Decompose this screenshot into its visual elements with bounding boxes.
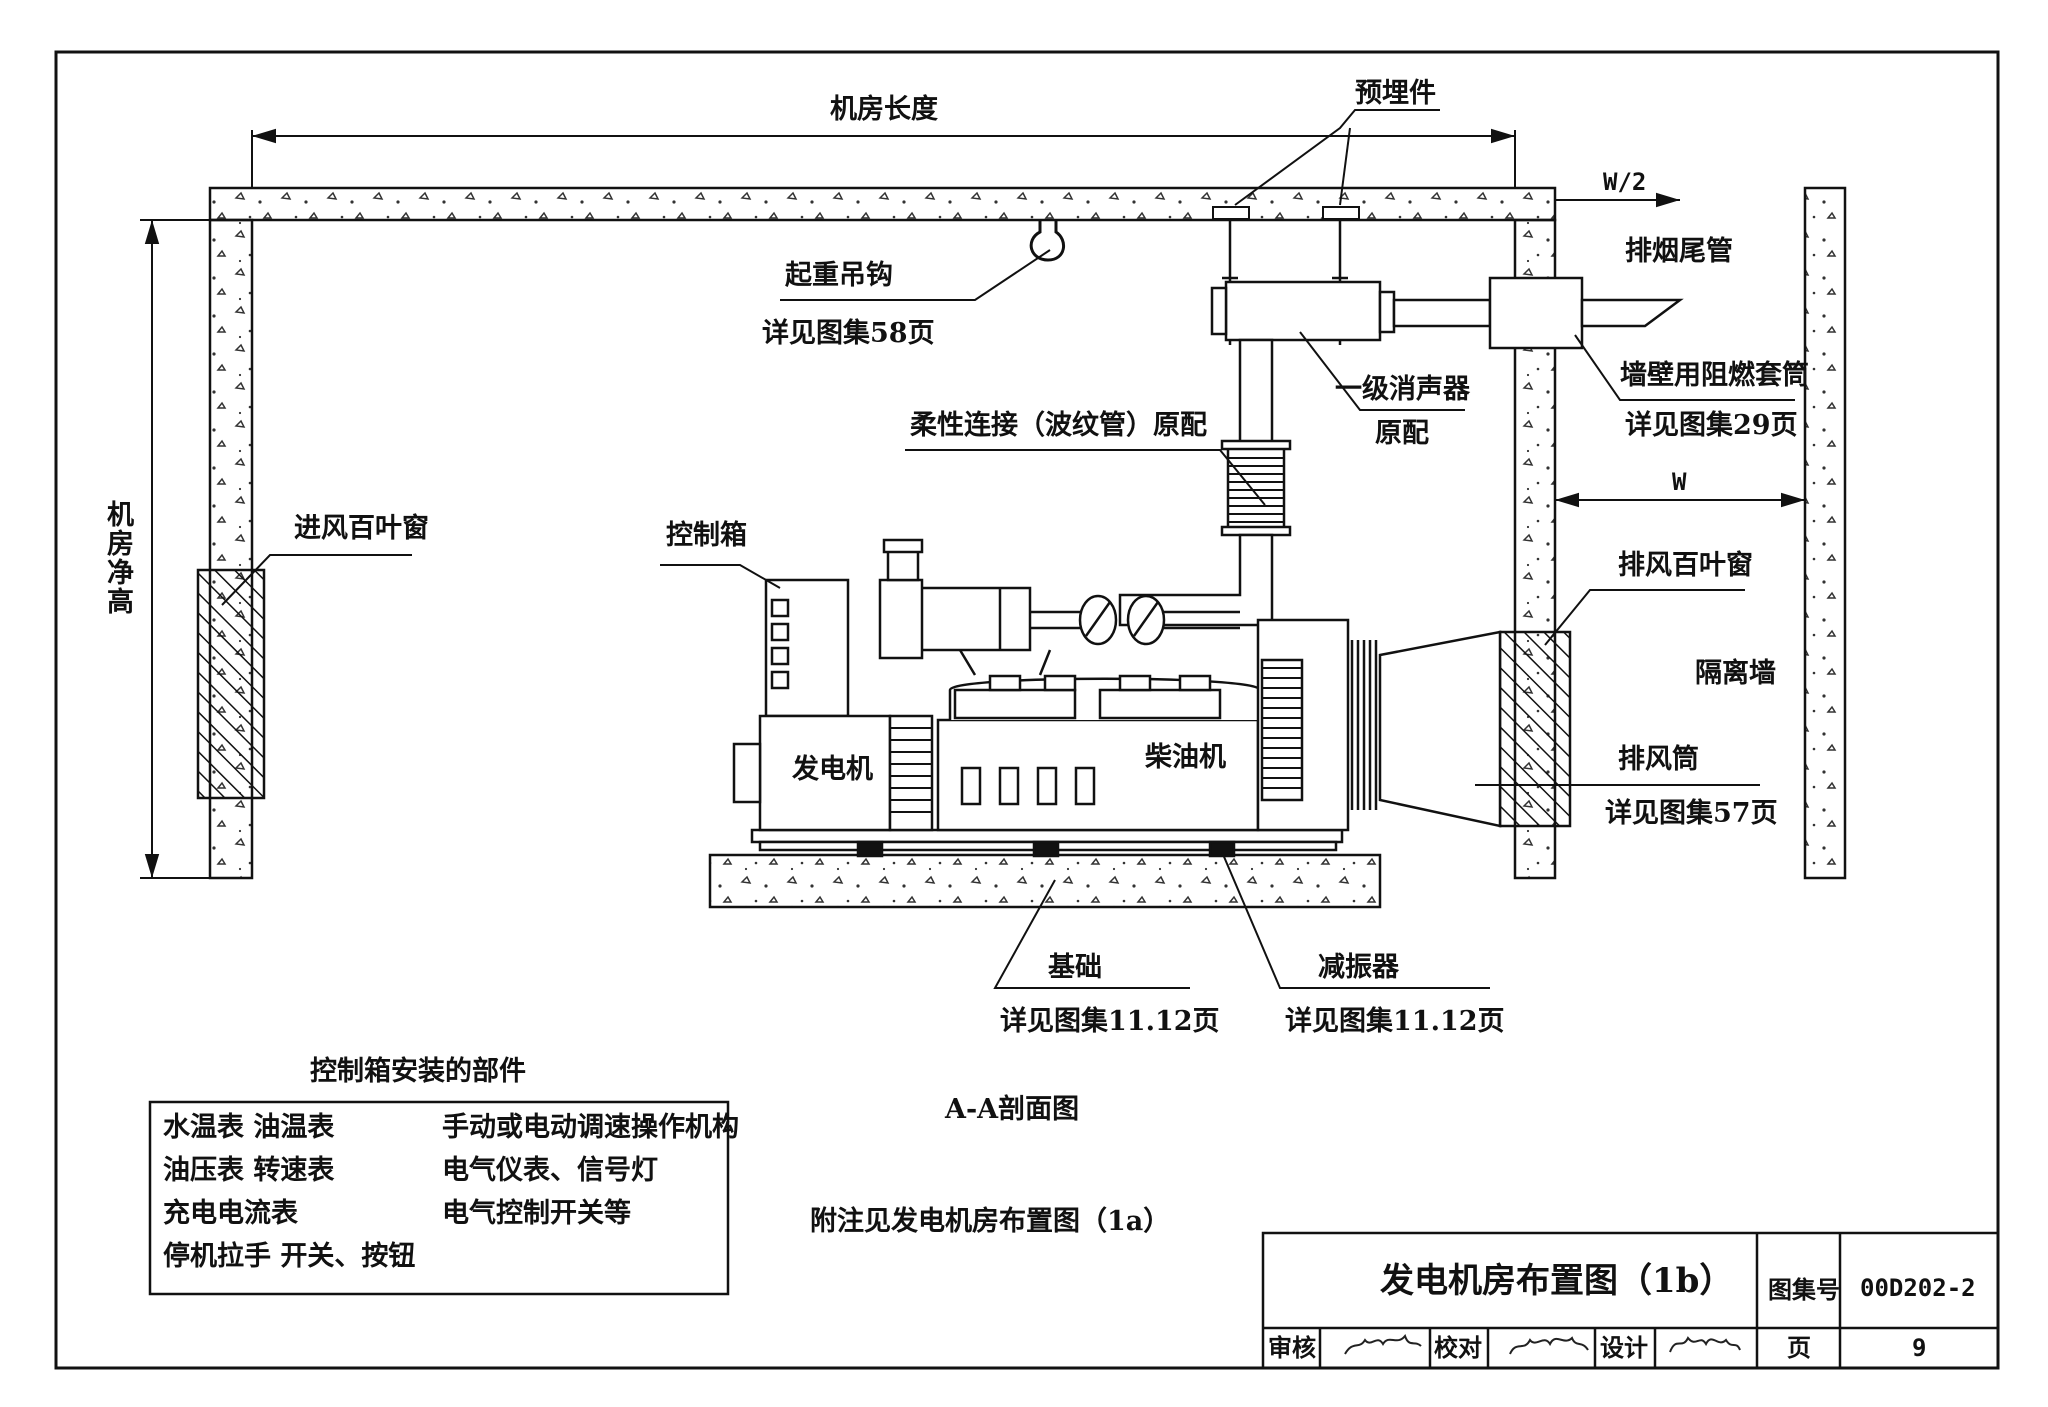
exhaust-louver-label: 排风百叶窗	[1618, 550, 1753, 581]
parts-list-right: 手动或电动调速操作机构 电气仪表、信号灯 电气控制开关等	[442, 1114, 739, 1243]
air-duct-ref: 详见图集57页	[1605, 798, 1778, 829]
page-label: 页	[1787, 1333, 1811, 1362]
parts-item: 停机拉手 开关、按钮	[163, 1241, 416, 1272]
bellows-shape	[1226, 443, 1286, 533]
title-block-frame	[1261, 1231, 2000, 1370]
parts-item: 油压表 转速表	[163, 1155, 335, 1186]
signature-review	[1344, 1333, 1422, 1355]
embedded-plate-2	[1322, 206, 1360, 220]
muffler-label: 一级消声器	[1335, 374, 1470, 405]
exhaust-louver-shape	[1498, 630, 1572, 828]
parts-item: 水温表 油温表	[163, 1112, 335, 1143]
lifting-hook-label: 起重吊钩	[785, 260, 893, 291]
embedded-plate-1	[1212, 206, 1250, 220]
diesel-engine-shape	[936, 718, 1260, 832]
dim-room-height	[140, 219, 210, 879]
signature-design	[1669, 1336, 1741, 1353]
intake-louver-label: 进风百叶窗	[294, 513, 429, 544]
parts-item: 手动或电动调速操作机构	[442, 1112, 739, 1143]
parts-item: 电气控制开关等	[442, 1198, 631, 1229]
room-height-label: 机房净高	[102, 500, 133, 616]
lifting-hook-ref: 详见图集58页	[762, 318, 935, 349]
fire-sleeve-label: 墙壁用阻燃套筒	[1620, 360, 1809, 391]
parts-list-left: 水温表 油温表 油压表 转速表 充电电流表 停机拉手 开关、按钮	[163, 1114, 415, 1286]
damper-shape-2	[1032, 840, 1060, 858]
w-half-label: W/2	[1603, 168, 1647, 196]
foundation-label: 基础	[1048, 952, 1102, 983]
control-box-label: 控制箱	[666, 520, 747, 551]
fire-sleeve-ref: 详见图集29页	[1625, 410, 1798, 441]
muffler-shape	[1224, 280, 1382, 342]
note-text: 附注见发电机房布置图（1a）	[810, 1206, 1171, 1237]
signature-check	[1509, 1336, 1589, 1355]
atlas-number-label: 图集号	[1768, 1275, 1840, 1304]
generator-label: 发电机	[792, 754, 873, 785]
parts-list-title: 控制箱安装的部件	[310, 1056, 526, 1087]
air-duct-label: 排风筒	[1618, 744, 1699, 775]
design-label: 设计	[1600, 1333, 1648, 1362]
isolation-wall-shape	[1803, 186, 1847, 880]
intake-louver-shape	[196, 568, 266, 800]
parts-item: 充电电流表	[163, 1198, 298, 1229]
diesel-engine-label: 柴油机	[1145, 742, 1226, 773]
parts-item: 电气仪表、信号灯	[442, 1155, 658, 1186]
generator-shape	[758, 714, 892, 832]
room-length-label: 机房长度	[830, 94, 938, 125]
dim-room-length	[251, 128, 1516, 188]
check-label: 校对	[1434, 1333, 1482, 1362]
foundation-ref: 详见图集11.12页	[1000, 1006, 1220, 1037]
base-frame	[750, 828, 1344, 844]
flex-connection-label: 柔性连接（波纹管）原配	[910, 410, 1207, 441]
lifting-hook-shape	[1029, 220, 1065, 262]
exhaust-pipe-label: 排烟尾管	[1625, 236, 1733, 267]
damper-shape-3	[1208, 840, 1236, 858]
parts-list-frame	[148, 1100, 730, 1296]
atlas-number: 00D202-2	[1860, 1274, 1976, 1302]
tail-pipe-shape	[1580, 298, 1684, 328]
damper-label: 减振器	[1318, 952, 1399, 983]
generator-set	[732, 538, 1502, 858]
drawing-title: 发电机房布置图（1b）	[1380, 1261, 1734, 1301]
leader-lines	[221, 109, 1795, 989]
page-number: 9	[1912, 1334, 1927, 1362]
w-label: W	[1672, 468, 1687, 496]
isolation-wall-label: 隔离墙	[1695, 658, 1776, 689]
air-duct-shape	[1378, 630, 1502, 828]
fire-sleeve-shape	[1488, 276, 1584, 350]
damper-ref: 详见图集11.12页	[1285, 1006, 1505, 1037]
muffler-note: 原配	[1375, 418, 1429, 449]
signatures	[1344, 1333, 1741, 1355]
damper-shape-1	[856, 840, 884, 858]
section-title: A-A剖面图	[945, 1094, 1080, 1125]
embedded-parts-label: 预埋件	[1355, 78, 1436, 109]
review-label: 审核	[1268, 1333, 1316, 1362]
sheet-frame	[54, 50, 2000, 1370]
